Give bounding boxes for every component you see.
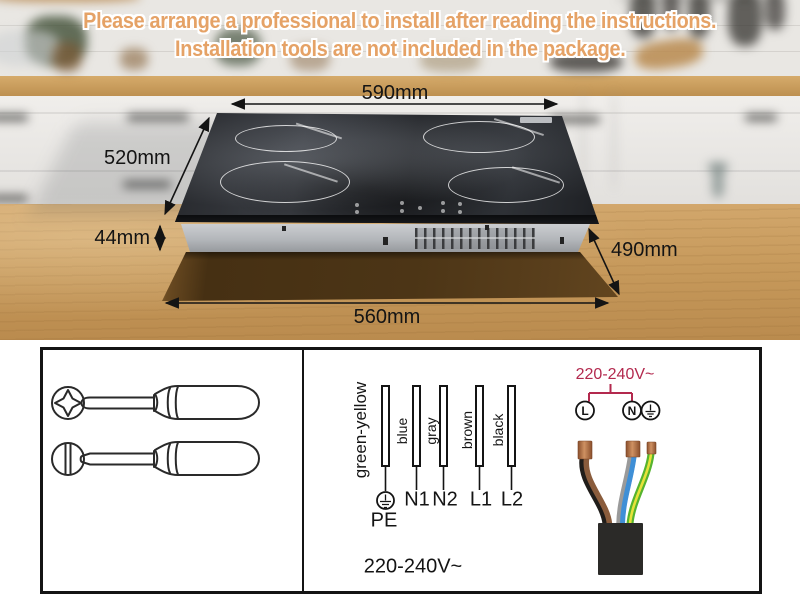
burner-ring-back-right <box>423 121 535 153</box>
live-terminal-icon <box>575 400 595 421</box>
installation-diagram-box: green-yellow blue gray brown black PE N1… <box>40 347 762 594</box>
wire-ferrules <box>577 440 657 460</box>
live-terminal-letter: L <box>581 404 589 418</box>
terminal-bar-n2 <box>439 385 448 467</box>
burner-ring-back-left <box>235 125 337 152</box>
worktop-cutout <box>162 252 618 301</box>
terminal-label-l1: L1 <box>469 488 493 511</box>
voltage-label: 220-240V~ <box>363 555 463 578</box>
phillips-screwdriver-icon <box>80 396 155 410</box>
glass-front-edge <box>175 215 599 224</box>
banner-line-1: Please arrange a professional to install… <box>83 8 717 33</box>
cooktop-glass <box>175 113 599 224</box>
brand-logo <box>520 117 552 123</box>
cooktop-base <box>181 224 590 252</box>
cable-sheath-block <box>598 523 643 575</box>
neutral-terminal-letter: N <box>627 404 637 418</box>
dim-label-590: 590mm <box>361 82 429 104</box>
screwdrivers-illustration <box>51 385 260 476</box>
dim-label-44: 44mm <box>94 227 150 249</box>
dim-arrow-490 <box>588 227 620 296</box>
banner-line-2: Installation tools are not included in t… <box>174 36 626 61</box>
terminal-label-pe: PE <box>370 509 398 532</box>
backdrop-counter <box>0 76 800 96</box>
terminal-bar-pe <box>381 385 390 467</box>
wire-color-label-pe: green-yellow <box>351 381 370 479</box>
dim-label-520: 520mm <box>104 147 171 169</box>
phillips-screw-icon <box>51 386 85 420</box>
wire-color-label-n1: blue <box>394 417 410 445</box>
dim-arrow-520 <box>164 116 210 216</box>
dim-label-560: 560mm <box>353 306 421 328</box>
dim-label-490: 490mm <box>611 239 678 261</box>
pe-earth-icon <box>376 491 395 510</box>
slotted-screw-icon <box>51 442 85 476</box>
terminal-bar-l1 <box>475 385 484 467</box>
wire-color-label-l1: brown <box>459 410 475 450</box>
kitchen-photo: 590mm 520mm 44mm 490mm 560mm Please arra… <box>0 0 800 340</box>
wire-color-label-l2: black <box>490 413 506 447</box>
terminal-bar-l2 <box>507 385 516 467</box>
panel-divider <box>302 350 304 591</box>
wire-color-label-n2: gray <box>423 417 439 445</box>
dimension-arrows <box>154 98 620 309</box>
background-blur-decor <box>0 0 785 202</box>
burner-ring-front-right <box>448 167 564 203</box>
terminal-bar-n1 <box>412 385 421 467</box>
wiring-diagram-graphics <box>376 384 661 575</box>
terminal-label-n1: N1 <box>404 488 430 511</box>
voltage-bracket <box>588 384 633 402</box>
flathead-screwdriver-icon <box>79 452 155 466</box>
terminal-label-l2: L2 <box>500 488 524 511</box>
burner-ring-front-left <box>220 161 350 203</box>
plug-voltage-label: 220-240V~ <box>575 366 655 383</box>
terminal-label-n2: N2 <box>432 488 458 511</box>
cable-illustration <box>579 450 655 529</box>
